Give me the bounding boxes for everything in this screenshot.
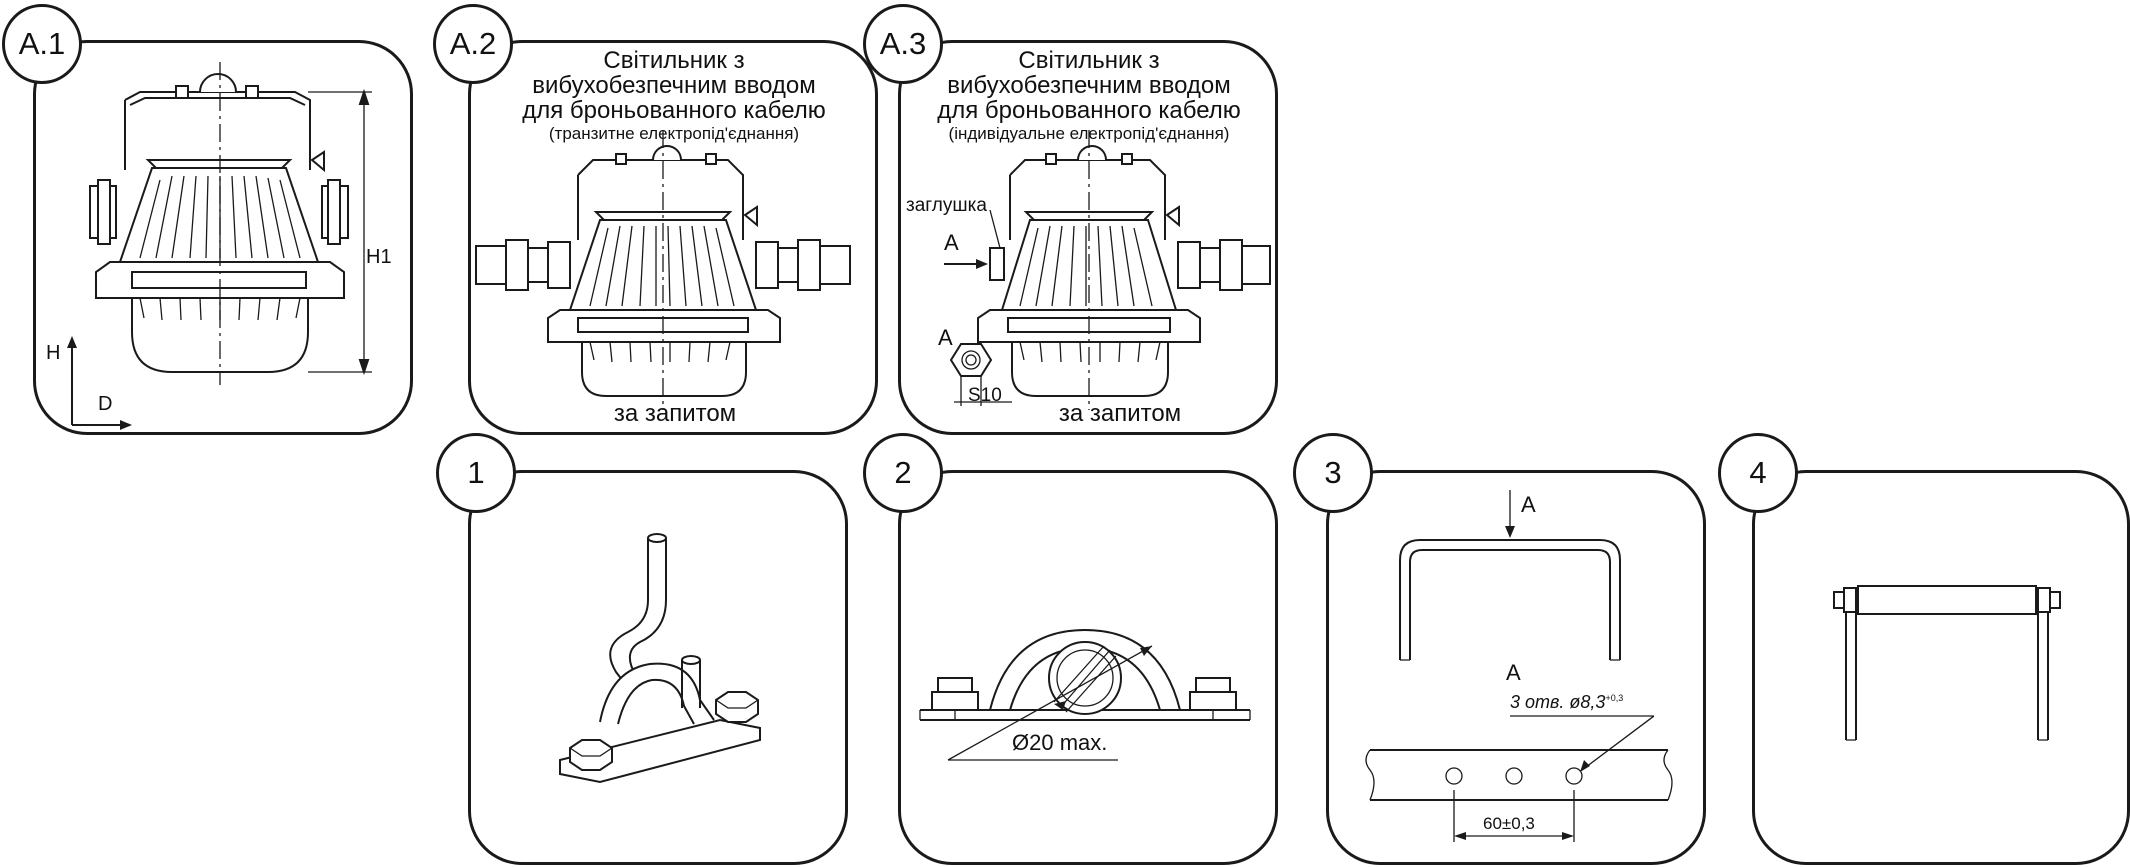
- title-a2-line1: Світильник з: [603, 47, 745, 74]
- plug-label: заглушка: [906, 195, 987, 216]
- title-a3-line3: для броньованного кабелю: [937, 97, 1241, 124]
- lamp-a1-drawing: [67, 62, 372, 430]
- bracket-3-drawing: [1365, 490, 1673, 842]
- badge-2: 2: [863, 433, 943, 513]
- arrow-label-a: A: [1521, 492, 1536, 517]
- title-a2-line3: для броньованного кабелю: [522, 97, 826, 124]
- title-a3: Світильник з вибухобезпечним вводом для …: [900, 48, 1278, 145]
- badge-a2: A.2: [433, 4, 513, 84]
- lamp-a3-drawing: [944, 130, 1271, 410]
- clamp-1-drawing: [559, 533, 761, 784]
- section-label-a: A: [1506, 660, 1521, 685]
- diameter-label: Ø20 max.: [1012, 730, 1108, 755]
- title-a2: Світильник з вибухобезпечним вводом для …: [470, 48, 878, 145]
- axis-h-label: H: [46, 342, 61, 364]
- holes-note-text: 3 отв. ø8,3: [1510, 692, 1606, 712]
- dim-h1-label: H1: [366, 246, 392, 268]
- panel-4: [1752, 470, 2130, 865]
- lamp-a2-drawing: [475, 130, 851, 410]
- pitch-label: 60±0,3: [1483, 814, 1535, 833]
- bracket-2-drawing: [919, 628, 1251, 761]
- bracket-4-drawing: [1833, 585, 2061, 741]
- badge-1: 1: [436, 433, 516, 513]
- caption-a3: за запитом: [1058, 400, 1182, 427]
- holes-note: 3 отв. ø8,3+0,3: [1510, 692, 1623, 713]
- title-a3-line2: вибухобезпечним вводом: [947, 72, 1231, 99]
- subtitle-a2: (транзитне електропід'єднання): [548, 124, 800, 143]
- title-a3-line1: Світильник з: [1018, 47, 1160, 74]
- caption-a2: за запитом: [613, 400, 737, 427]
- badge-4: 4: [1718, 433, 1798, 513]
- axis-d-label: D: [98, 393, 113, 415]
- holes-tolerance: +0,3: [1605, 693, 1624, 703]
- badge-3: 3: [1293, 433, 1373, 513]
- badge-a3: A.3: [863, 4, 943, 84]
- view-label-a: A: [944, 230, 959, 255]
- wrench-size: S10: [968, 385, 1002, 406]
- title-a2-line2: вибухобезпечним вводом: [532, 72, 816, 99]
- badge-a1: A.1: [2, 4, 82, 84]
- detail-label-a: A: [938, 325, 953, 350]
